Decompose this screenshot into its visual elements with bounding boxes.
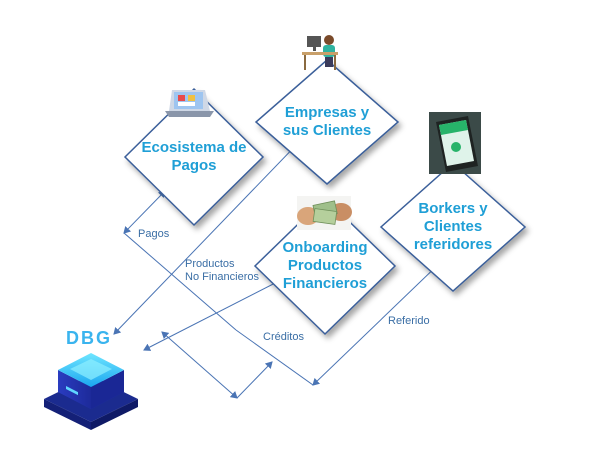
node-borkers[interactable] — [379, 161, 527, 293]
connector-referido-diagonal — [235, 329, 314, 386]
edge-label-pagos: Pagos — [138, 228, 170, 240]
platform-name: DBG — [66, 328, 112, 348]
smartphone-app-icon — [429, 112, 481, 174]
node-onboarding[interactable] — [253, 196, 397, 336]
server-icon — [44, 353, 138, 430]
edge-label-referido: Referido — [388, 315, 430, 327]
person-at-desk-icon — [302, 35, 338, 70]
edge-label-productos: Productos No Financieros — [185, 258, 259, 283]
node-ecosistema[interactable] — [123, 87, 265, 227]
node-empresas[interactable] — [254, 59, 400, 185]
connector-creditos — [161, 331, 238, 399]
connector-pagos — [123, 190, 166, 234]
connector-referido — [312, 258, 445, 386]
connector-creditos-return — [236, 361, 273, 399]
laptop-store-icon — [165, 90, 214, 117]
edge-label-creditos: Créditos — [263, 331, 304, 343]
money-hands-icon — [297, 196, 352, 230]
connectors — [113, 137, 445, 399]
